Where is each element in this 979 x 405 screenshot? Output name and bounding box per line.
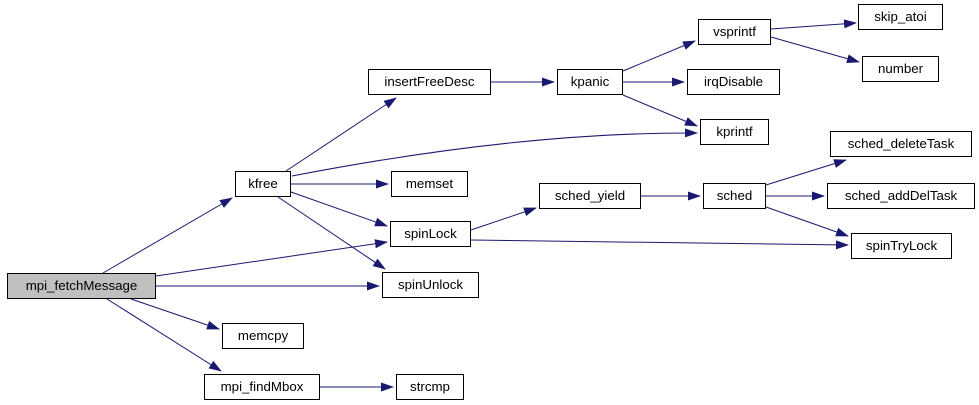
edge-mpi_fetchMessage-spinLock [155,239,388,277]
node-spinLock[interactable]: spinLock [390,221,471,247]
edge-sched-spinTryLock [765,206,849,237]
node-mpi_fetchMessage[interactable]: mpi_fetchMessage [7,273,156,299]
node-vsprintf[interactable]: vsprintf [698,19,771,45]
node-irqDisable[interactable]: irqDisable [687,69,780,95]
edge-kpanic-vsprintf [622,40,696,72]
edge-kfree-spinLock [290,191,388,227]
node-sched_addDelTask[interactable]: sched_addDelTask [827,183,975,209]
node-mpi_findMbox[interactable]: mpi_findMbox [204,374,320,400]
node-sched[interactable]: sched [703,183,766,209]
edge-spinLock-spinTryLock [470,239,849,250]
edge-mpi_fetchMessage-memcpy [130,298,220,330]
edge-vsprintf-number [770,36,860,64]
node-strcmp[interactable]: strcmp [396,374,464,400]
edge-spinLock-sched_yield [470,207,537,231]
edge-mpi_fetchMessage-kfree [102,197,233,274]
node-skip_atoi[interactable]: skip_atoi [858,4,943,30]
node-kfree[interactable]: kfree [235,171,291,197]
edge-vsprintf-skip_atoi [770,19,857,30]
edge-mpi_fetchMessage-mpi_findMbox [106,298,222,372]
node-sched_deleteTask[interactable]: sched_deleteTask [830,131,972,157]
edge-kpanic-kprintf [622,94,698,127]
node-insertFreeDesc[interactable]: insertFreeDesc [368,69,491,95]
edge-kfree-spinUnlock [277,196,386,270]
edge-kfree-kprintf [291,128,698,177]
node-spinUnlock[interactable]: spinUnlock [382,272,479,298]
edge-kfree-insertFreeDesc [285,97,397,172]
node-number[interactable]: number [862,56,939,82]
node-sched_yield[interactable]: sched_yield [539,183,641,209]
node-memcpy[interactable]: memcpy [222,323,304,349]
node-memset[interactable]: memset [391,171,468,197]
edge-sched-sched_deleteTask [765,159,847,186]
node-spinTryLock[interactable]: spinTryLock [851,233,952,259]
node-kpanic[interactable]: kpanic [557,69,623,95]
node-kprintf[interactable]: kprintf [700,119,769,145]
